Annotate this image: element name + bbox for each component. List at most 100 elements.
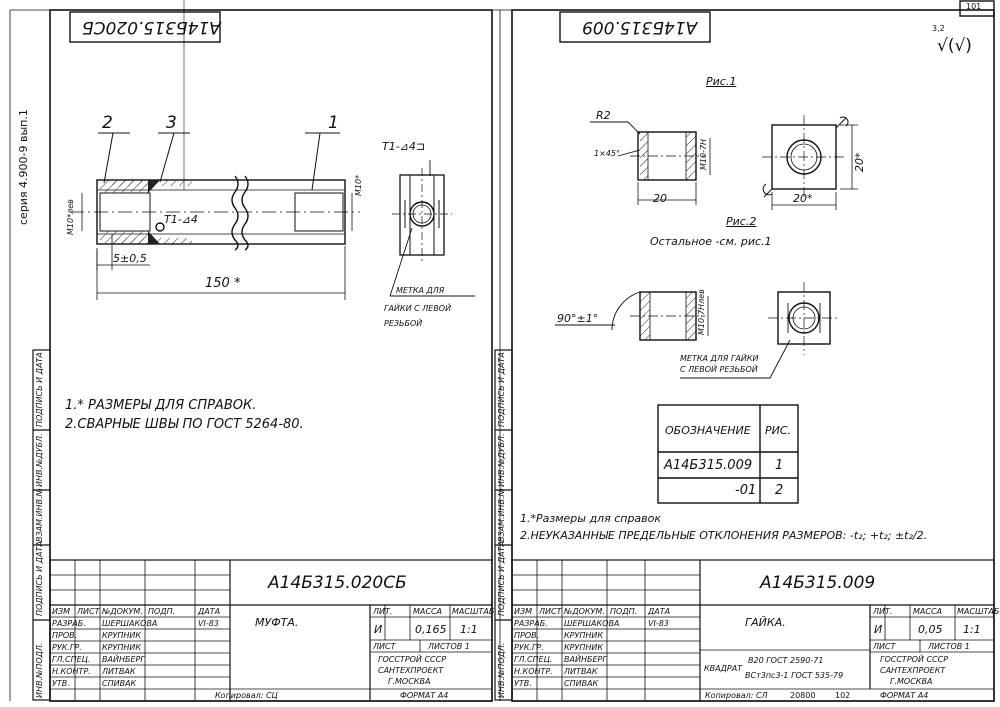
left-stamp-box — [69, 11, 221, 43]
right-copied: Копировал: СЛ — [705, 691, 768, 700]
table-r1c1: А14Б315.009 — [664, 458, 753, 473]
roughness-symbol: √(√) — [937, 36, 972, 56]
left-title-name: МУФТА. — [255, 616, 299, 629]
right-row-4-name: ВАЙНБЕРГ — [564, 655, 607, 664]
side-label-inv-r: ИНВ.№ПОДЛ. — [497, 642, 506, 698]
left-frame — [49, 9, 493, 702]
dim-20: 20 — [653, 192, 667, 205]
angle-label: 90°±1° — [557, 312, 599, 325]
right-stamp: А14Б315.009 — [582, 17, 698, 37]
left-stamp: А14Б315.020СБ — [82, 17, 221, 37]
right-row-5-name: ЛИТВАК — [564, 667, 598, 676]
left-row-2-role: ПРОВ. — [52, 631, 78, 640]
right-material-b: В20 ГОСТ 2590-71 — [748, 656, 824, 665]
table-r1c2: 1 — [775, 458, 784, 473]
mark-note-r-2: С ЛЕВОЙ РЕЗЬБОЙ — [680, 365, 758, 374]
right-row-3-role: РУК.ГР. — [514, 643, 544, 652]
left-sheets-h: ЛИСТОВ 1 — [428, 642, 470, 651]
side-label-sign: ПОДПИСЬ И ДАТА — [35, 541, 44, 616]
left-scale: 1:1 — [460, 623, 478, 636]
mark-note-1: МЕТКА ДЛЯ — [396, 286, 445, 295]
right-row-1-role: РАЗРАБ. — [514, 619, 548, 628]
right-material-a: КВАДРАТ — [704, 664, 743, 673]
left-org-3: Г.МОСКВА — [388, 677, 431, 686]
left-row-4-role: ГЛ.СПЕЦ. — [52, 655, 91, 664]
side-label-sign-r: ПОДПИСЬ И ДАТА — [497, 541, 506, 616]
left-copied: Копировал: СЦ — [215, 691, 278, 700]
fig1-label: Рис.1 — [706, 75, 737, 88]
left-lit: И — [374, 623, 383, 636]
table-h1: ОБОЗНАЧЕНИЕ — [665, 424, 751, 437]
side-label-vzam-r: ВЗАМ.ИНВ.№ — [497, 488, 506, 542]
left-row-1-name: ШЕРШАКОВА — [102, 619, 158, 628]
thread-right-label: М10* — [354, 174, 363, 196]
right-hdr-list: ЛИСТ — [539, 607, 562, 616]
pos-2: 2 — [102, 113, 113, 133]
table-r2c1: -01 — [735, 483, 757, 498]
mark-note-r-1: МЕТКА ДЛЯ ГАЙКИ — [680, 354, 759, 363]
page-number: 101 — [966, 2, 982, 11]
right-page: 102 — [835, 691, 851, 700]
left-row-3-name: КРУПНИК — [102, 643, 142, 652]
left-title-code: А14Б315.020СБ — [268, 573, 407, 593]
thread-left-label-r: М10-7Нлев — [697, 289, 706, 335]
pos-3: 3 — [166, 113, 177, 133]
side-label-vzam: ВЗАМ.ИНВ.№ — [35, 488, 44, 542]
left-row-5-role: Н.КОНТР. — [52, 667, 91, 676]
table-r2c2: 2 — [775, 483, 784, 498]
right-row-3-name: КРУПНИК — [564, 643, 604, 652]
right-row-1-date: VI-83 — [648, 619, 669, 628]
left-row-1-role: РАЗРАБ. — [52, 619, 86, 628]
right-row-6-role: УТВ. — [514, 679, 532, 688]
left-mass-h: МАССА — [413, 607, 443, 616]
right-row-6-name: СПИВАК — [564, 679, 599, 688]
dim-5: 5±0,5 — [113, 252, 147, 265]
side-label-dubl-r: ИНВ.№ДУБЛ. — [497, 433, 506, 487]
right-hdr-doc: №ДОКУМ. — [564, 607, 605, 616]
pos-1: 1 — [328, 113, 339, 133]
left-row-6-role: УТВ. — [52, 679, 70, 688]
right-row-4-role: ГЛ.СПЕЦ. — [514, 655, 553, 664]
left-hdr-sign: ПОДП. — [148, 607, 176, 616]
right-hdr-izm: ИЗМ — [514, 607, 533, 616]
right-note-2: 2.НЕУКАЗАННЫЕ ПРЕДЕЛЬНЫЕ ОТКЛОНЕНИЯ РАЗМ… — [520, 529, 928, 542]
left-row-4-name: ВАЙНБЕРГ — [102, 655, 145, 664]
right-lit: И — [874, 623, 883, 636]
left-scale-h: МАСШТАБ — [452, 607, 495, 616]
left-row-1-date: VI-83 — [198, 619, 219, 628]
weld-mark-label: Т1-⊿4 — [164, 213, 198, 226]
left-hdr-list: ЛИСТ — [77, 607, 100, 616]
series-label: серия 4.900-9 вып.1 — [17, 109, 30, 225]
right-title-name: ГАЙКА. — [745, 616, 786, 629]
left-hdr-doc: №ДОКУМ. — [102, 607, 143, 616]
r2-label: R2 — [596, 109, 611, 122]
left-row-5-name: ЛИТВАК — [102, 667, 136, 676]
left-lit-h: ЛИТ. — [373, 607, 393, 616]
right-scale-h: МАСШТАБ — [957, 607, 1000, 616]
right-mass-h: МАССА — [913, 607, 943, 616]
left-row-3-role: РУК.ГР. — [52, 643, 82, 652]
side-label-dubl: ИНВ.№ДУБЛ. — [35, 433, 44, 487]
right-row-1-name: ШЕРШАКОВА — [564, 619, 620, 628]
left-org-1: ГОССТРОЙ СССР — [378, 655, 447, 664]
side-label-sign2: ПОДПИСЬ И ДАТА — [35, 352, 44, 427]
right-title-code: А14Б315.009 — [760, 573, 876, 593]
dim-20-star: 20* — [793, 192, 813, 205]
right-row-5-role: Н.КОНТР. — [514, 667, 553, 676]
thread-label: М10-7Н — [699, 138, 708, 170]
right-mass: 0,05 — [918, 623, 943, 636]
right-note-1: 1.*Размеры для справок — [520, 512, 662, 525]
left-note-2: 2.СВАРНЫЕ ШВЫ ПО ГОСТ 5264-80. — [65, 417, 304, 432]
right-scale: 1:1 — [963, 623, 981, 636]
right-row-2-role: ПРОВ. — [514, 631, 540, 640]
right-org-1: ГОССТРОЙ СССР — [880, 655, 949, 664]
dim-20-star-vert: 20* — [853, 152, 866, 173]
right-lit-h: ЛИТ. — [873, 607, 893, 616]
left-hdr-izm: ИЗМ — [52, 607, 71, 616]
left-row-2-name: КРУПНИК — [102, 631, 142, 640]
left-sheet-h: ЛИСТ — [373, 642, 396, 651]
table-h2: РИС. — [765, 424, 792, 437]
side-label-sign2-r: ПОДПИСЬ И ДАТА — [497, 352, 506, 427]
right-stamp-box — [559, 11, 711, 43]
